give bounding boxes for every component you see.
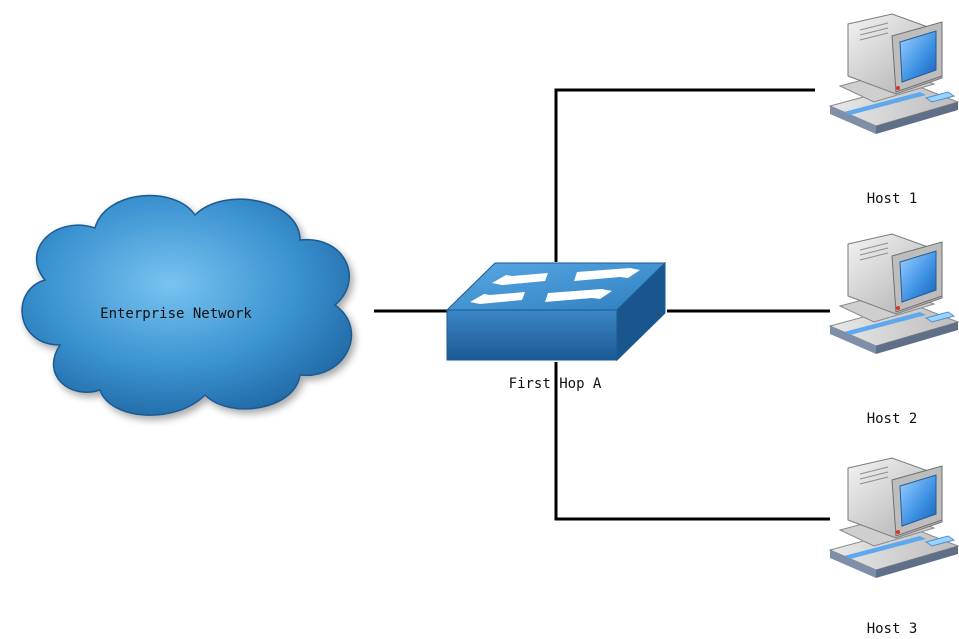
host-label: Host 1 — [867, 191, 918, 207]
host-2: Host 2 — [829, 233, 959, 427]
switch-icon — [445, 261, 667, 362]
link-host-1 — [554, 88, 815, 262]
switch-label: First Hop A — [509, 376, 602, 392]
computer-icon — [829, 233, 959, 355]
cloud-icon — [21, 194, 353, 416]
host-label: Host 3 — [867, 621, 918, 637]
host-1: Host 1 — [829, 13, 959, 207]
cloud-label: Enterprise Network — [100, 306, 252, 322]
switch-arrows — [470, 268, 640, 304]
host-3: Host 3 — [829, 457, 959, 637]
host-label: Host 2 — [867, 411, 918, 427]
connection-lines — [374, 88, 830, 521]
link-host-3 — [554, 362, 830, 521]
computer-icon — [829, 13, 959, 135]
computer-icon — [829, 457, 959, 579]
